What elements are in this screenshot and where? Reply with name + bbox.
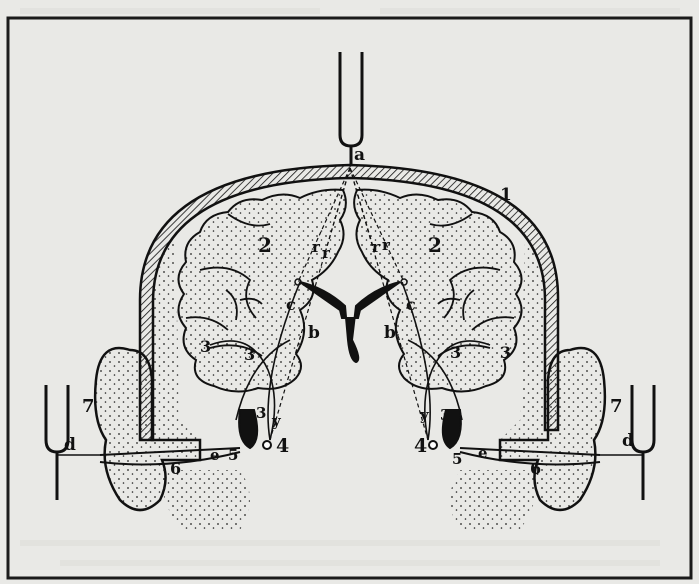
label-2-left: 2 [258, 233, 272, 257]
label-7-right: 7 [610, 396, 623, 417]
label-e-left: e [210, 446, 220, 464]
label-c-right: c [406, 295, 416, 314]
label-1: 1 [500, 185, 512, 205]
label-e-right: e [478, 444, 488, 462]
label-3-right-c: 3 [440, 406, 450, 424]
label-r-left: r [312, 238, 321, 256]
label-c-left: c [286, 295, 296, 314]
label-5-right: 5 [452, 450, 462, 468]
label-b-right: b [384, 323, 396, 343]
label-d-right: d [622, 431, 634, 451]
label-d-left: d [64, 435, 76, 455]
label-r-right: r [372, 238, 381, 256]
label-4-right: 4 [414, 435, 427, 457]
label-3-left-a: 3 [200, 337, 211, 356]
label-4-left: 4 [276, 435, 289, 457]
label-3-left-c: 3 [256, 404, 266, 422]
label-y-right: y [419, 406, 430, 424]
ventricle [300, 282, 400, 362]
label-6-left: 6 [170, 459, 181, 478]
neck-left [160, 470, 250, 530]
label-3-right-b: 3 [500, 343, 511, 362]
label-2-right: 2 [428, 233, 442, 257]
label-3-left-b: 3 [244, 345, 255, 364]
label-5-left: 5 [228, 446, 238, 464]
label-r-right-b: r [382, 236, 391, 254]
label-7-left: 7 [82, 396, 95, 417]
label-a: a [354, 145, 365, 165]
neck-right [450, 470, 540, 530]
label-6-right: 6 [530, 459, 541, 478]
label-b-left: b [308, 323, 320, 343]
figure-frame [8, 18, 691, 578]
label-y-left: y [271, 412, 282, 430]
label-r-left-b: r [322, 244, 331, 262]
label-3-right-a: 3 [450, 343, 461, 362]
